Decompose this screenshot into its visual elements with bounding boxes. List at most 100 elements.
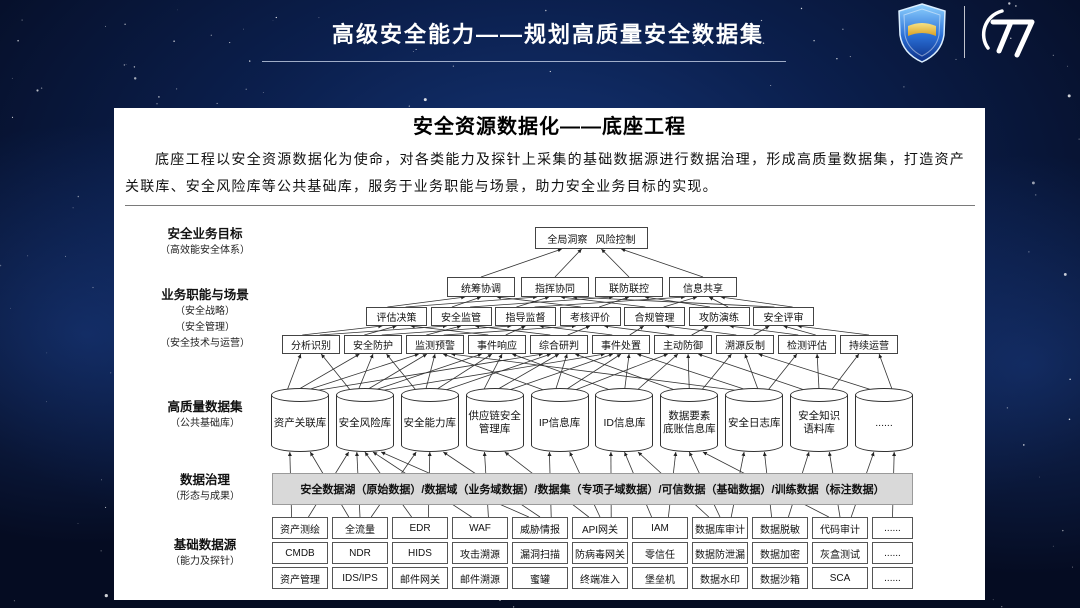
strategy-box: 指挥协同 [521,277,589,297]
operation-box: 主动防御 [654,335,712,354]
star [423,98,427,102]
star [36,89,39,92]
star [46,352,48,354]
star [408,105,410,107]
connector-arrow [302,324,383,336]
operation-box: 安全防护 [344,335,402,354]
library-label: 安全日志库 [727,416,781,429]
star [1031,181,1035,185]
star [40,87,43,89]
connector-arrow [364,325,397,336]
source-box: API网关 [572,517,628,539]
layer-title: 基础数据源 [173,538,237,552]
star [72,207,74,209]
connector-arrow [621,248,704,278]
library-label: ID信息库 [603,416,646,429]
connector-arrow [364,353,428,392]
source-box: 数据水印 [692,567,748,589]
star [1078,138,1080,140]
star [836,58,838,60]
connector-arrow [563,353,622,392]
star [104,594,108,598]
layer-subtitle: （高效能安全体系） [160,245,250,256]
management-box: 安全监管 [430,307,492,326]
star [10,307,11,309]
source-box: ...... [872,567,913,589]
layer-title: 数据治理 [179,473,230,487]
source-box: 灰盒测试 [812,542,868,564]
star [1072,566,1074,568]
connector-arrow [700,353,732,392]
star [133,77,137,80]
connector-arrow [405,295,538,308]
layer-subtitle: （公共基础库） [170,418,240,429]
star [1052,54,1054,56]
connector-arrow [686,353,691,392]
panel-title: 安全资源数据化——底座工程 [413,116,686,138]
star [1015,5,1017,7]
connector-arrow [442,353,547,392]
connector-arrow [572,295,775,308]
star [27,255,29,257]
library-label: 安全知识 语料库 [798,410,841,435]
source-box: 数据沙箱 [752,567,808,589]
database-cylinder-icon: 安全风险库 [335,388,394,452]
star [1069,378,1071,381]
connector-arrow [783,325,816,336]
layer-label-scenes: 业务职能与场景 （安全战略） （安全管理） （安全技术与运营） [144,287,266,352]
connector-arrow [494,353,560,392]
library-label: 安全能力库 [403,416,457,429]
star [412,51,414,52]
source-grid: 资产测绘 全流量 EDR WAF 威胁情报 API网关 IAM 数据库审计 数据… [272,517,913,589]
connector-arrow [304,353,419,392]
star [1067,65,1069,67]
star [762,42,765,44]
source-box: 全流量 [332,517,388,539]
strategy-row: 统筹协调 指挥协同 联防联控 信息共享 [447,277,737,297]
star [800,7,803,10]
star [1063,272,1067,276]
content-panel: 安全资源数据化——底座工程 底座工程以安全资源数据化为使命，对各类能力及探针上采… [114,108,985,600]
connector-arrow [554,353,568,392]
connector-arrow [433,353,493,392]
star [177,9,178,11]
star [92,286,94,289]
source-box: 资产管理 [272,567,328,589]
layer-subtitle: （能力及探针） [170,556,240,567]
star [158,96,160,98]
layer-label-datasets: 高质量数据集 （公共基础库） [144,399,266,432]
star [275,16,277,19]
connector-arrow [512,353,614,392]
star [1052,545,1054,547]
connector-arrow [797,324,870,336]
connector-arrow [720,295,793,308]
connector-arrow [357,353,374,392]
source-box: 蜜罐 [512,567,568,589]
panel-divider [125,205,975,206]
connector-arrow [575,353,678,392]
connector-arrow [378,352,605,392]
library-label: 安全风险库 [338,416,392,429]
strategy-box: 联防联控 [595,277,663,297]
source-box: 威胁情报 [512,517,568,539]
connector-arrow [480,248,562,278]
connector-arrow [506,353,614,392]
source-box: IAM [632,517,688,539]
connector-arrow [635,353,679,392]
star [176,88,178,90]
database-cylinder-icon: ID信息库 [595,388,654,452]
star [903,86,905,88]
database-cylinder-icon: 供应链安全 管理库 [465,388,524,452]
layer-label-governance: 数据治理 （形态与成果） [144,472,266,505]
layer-label-sources: 基础数据源 （能力及探针） [144,537,266,570]
connector-arrow [729,324,799,336]
connector-arrow [604,324,675,336]
star [549,70,551,73]
star [1039,476,1040,478]
connector-arrow [637,353,751,392]
source-box: 零信任 [632,542,688,564]
source-box: 防病毒网关 [572,542,628,564]
panel-intro: 底座工程以安全资源数据化为使命，对各类能力及探针上采集的基础数据源进行数据治理，… [125,151,965,194]
layer-subtitle: （安全战略） [175,306,235,317]
